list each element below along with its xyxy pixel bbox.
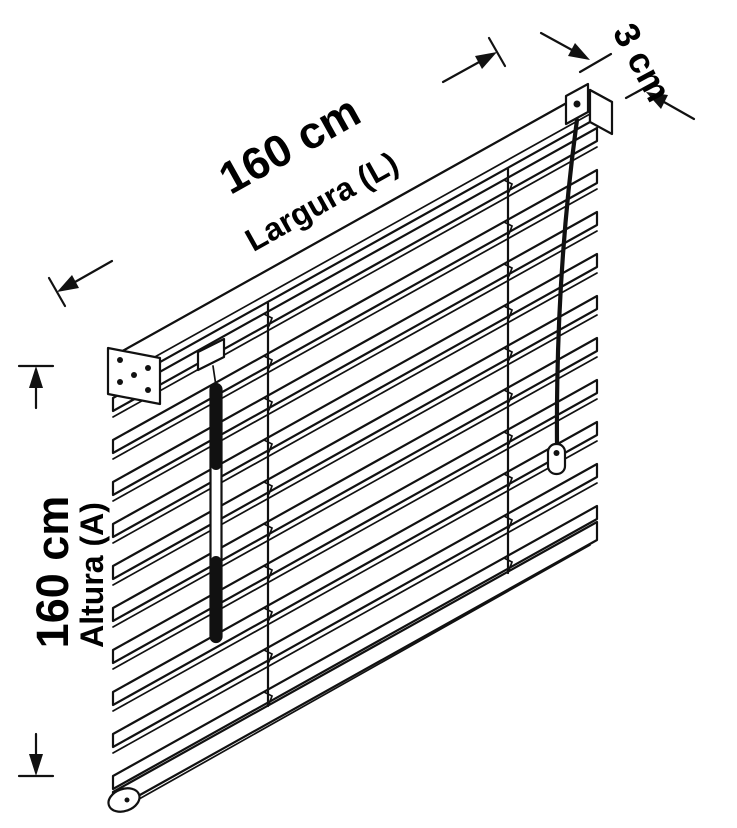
height-dimension-label: Altura (A) [74, 502, 110, 648]
slat-stack [111, 126, 599, 797]
width-arrow-upper [441, 36, 507, 84]
bottom-rail [107, 520, 599, 813]
bottom-rail-end-cap [107, 787, 141, 813]
slat [111, 168, 599, 461]
pull-cord [546, 117, 580, 476]
depth-dimension-value: 3 cm [605, 17, 680, 109]
headrail-end-face [588, 88, 614, 136]
tilt-wand [196, 337, 226, 644]
headrail [106, 82, 614, 406]
depth-arrow-upper [539, 31, 613, 74]
wand-hanger [196, 337, 226, 372]
height-dimension-value: 160 cm [27, 496, 78, 649]
mounting-bracket [106, 346, 162, 406]
width-arrow-lower [47, 259, 114, 308]
height-arrow-upper [17, 364, 55, 410]
depth-arrow-lower [624, 79, 696, 121]
height-dimension: 160 cm Altura (A) [17, 364, 110, 778]
cord-tassel [546, 442, 567, 476]
cord-lock [564, 82, 590, 126]
slat [111, 126, 599, 418]
height-arrow-lower [17, 732, 55, 778]
ladder-cords [266, 166, 510, 708]
